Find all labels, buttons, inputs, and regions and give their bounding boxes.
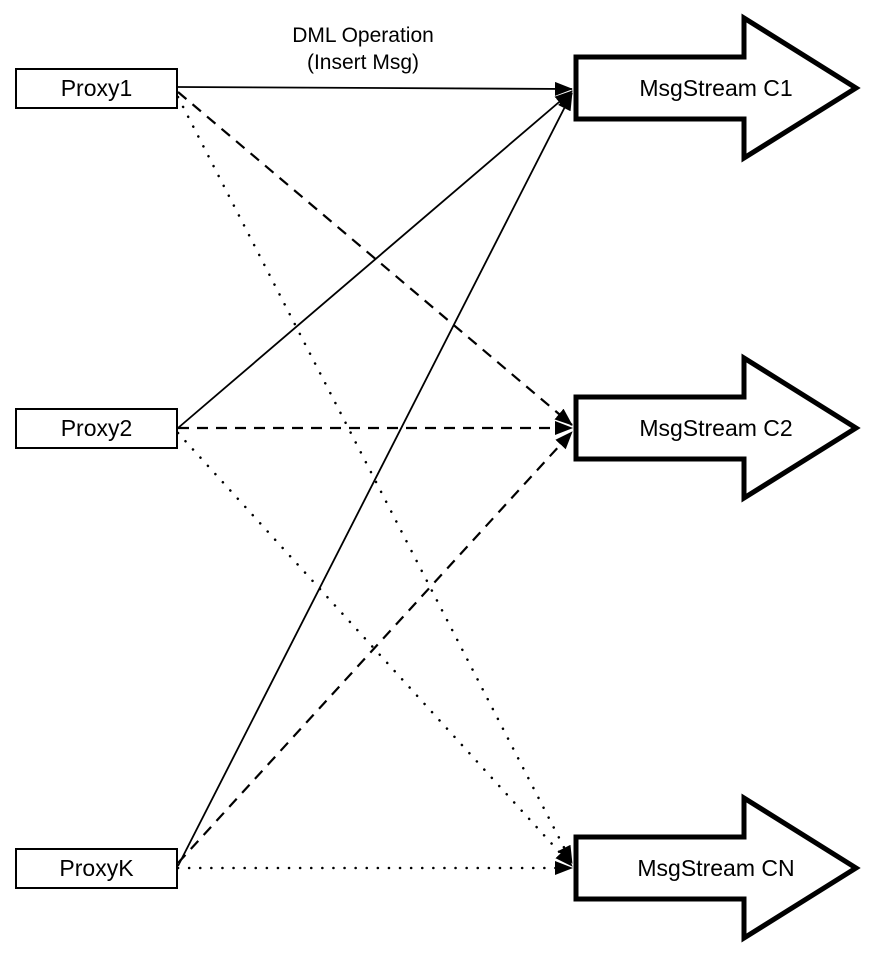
annotation-line-1: DML Operation — [292, 24, 434, 47]
proxy1-label: Proxy1 — [60, 75, 133, 101]
edge-proxy1-cn — [176, 95, 574, 865]
edge-proxy2-c1 — [177, 90, 573, 429]
msgstream-c1-arrow-shape — [573, 13, 861, 163]
edge-proxy2-cn — [176, 431, 574, 868]
edge-group — [176, 81, 574, 875]
msgstream-cn-label: MsgStream CN — [637, 854, 795, 881]
annotation-line-2: (Insert Msg) — [306, 51, 419, 74]
msgstream-c1-label: MsgStream C1 — [639, 74, 793, 101]
proxy1-node: Proxy1 — [15, 68, 178, 109]
proxyk-node: ProxyK — [15, 848, 178, 889]
dml-operation-annotation: DML Operation (Insert Msg) — [238, 22, 488, 76]
msgstream-c2-label: MsgStream C2 — [639, 414, 793, 441]
proxy2-node: Proxy2 — [15, 408, 178, 449]
edge-proxy1-c2 — [177, 91, 573, 426]
msgstream-c2-arrow-shape — [573, 353, 861, 503]
edge-proxyk-c1 — [177, 92, 573, 867]
edge-proxy1-c1 — [177, 81, 573, 96]
proxy2-label: Proxy2 — [60, 415, 133, 441]
proxyk-label: ProxyK — [59, 855, 134, 881]
edge-proxyk-c2 — [177, 431, 573, 864]
msgstream-cn-arrow-shape — [573, 793, 861, 943]
